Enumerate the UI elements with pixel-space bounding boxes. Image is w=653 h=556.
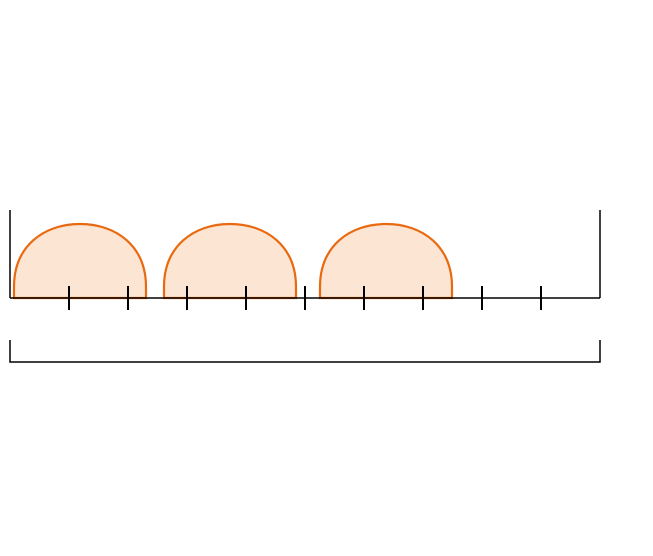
ruler-ticks	[68, 286, 542, 310]
arch-shapes	[12, 222, 454, 300]
ruler	[9, 210, 601, 310]
arch-shape	[12, 222, 148, 300]
arch-shape	[318, 222, 454, 300]
arch-shape	[162, 222, 298, 300]
total-length-bracket	[9, 340, 601, 363]
